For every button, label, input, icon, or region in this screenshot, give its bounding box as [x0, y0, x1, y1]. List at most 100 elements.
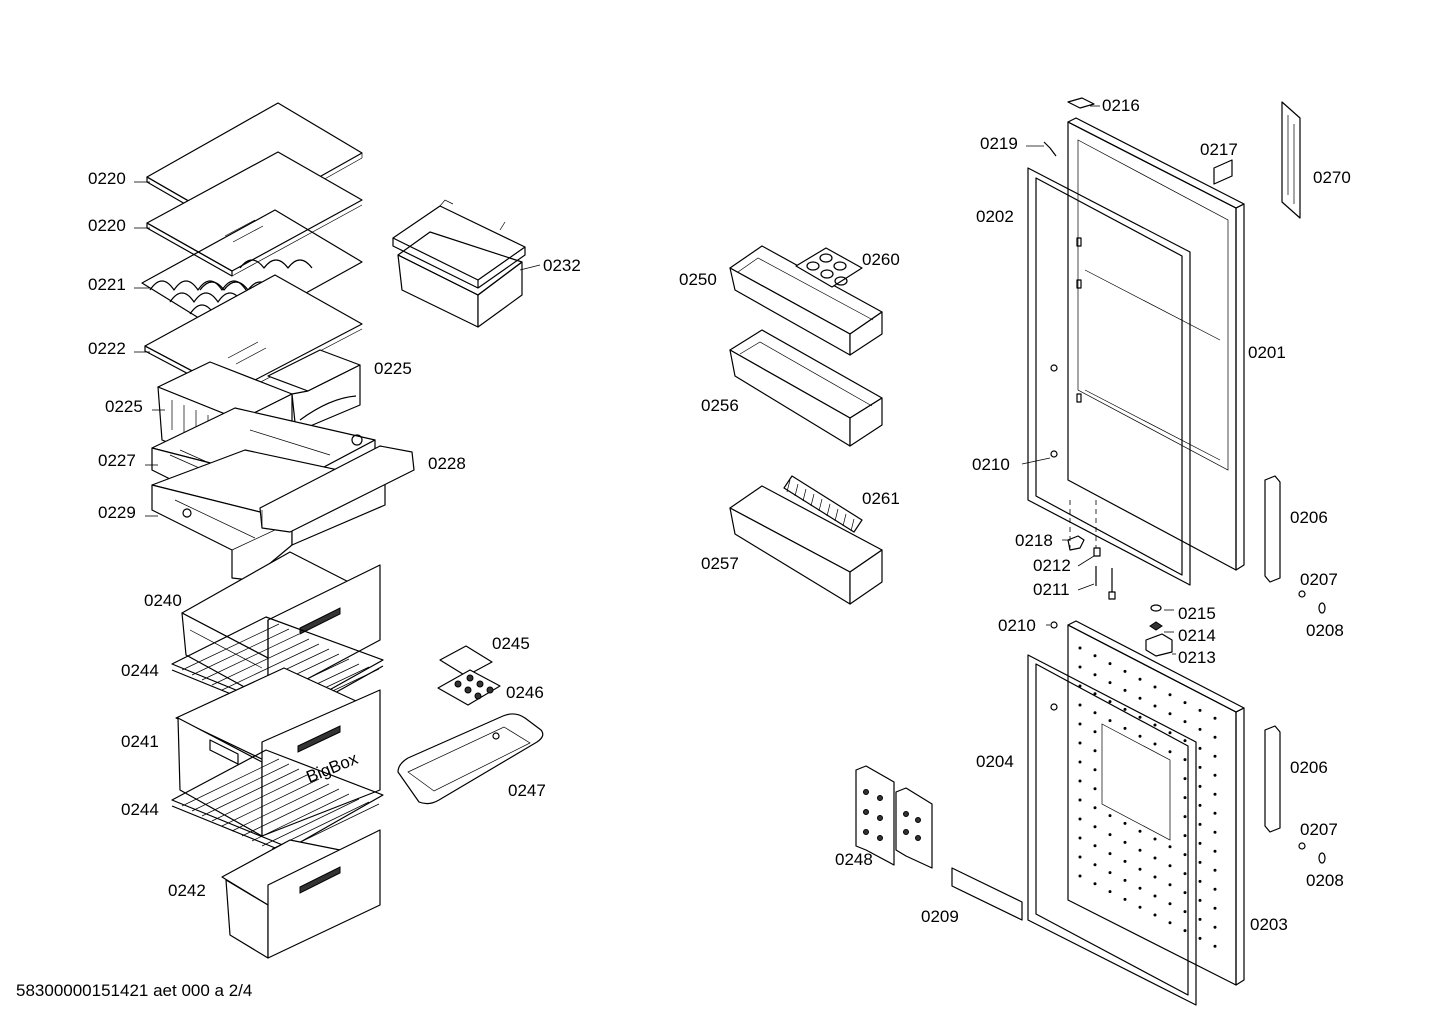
door-dot [1138, 867, 1142, 871]
label-0203: 0203 [1250, 915, 1288, 934]
door-dot [1123, 878, 1127, 882]
door-dot [1078, 760, 1082, 764]
door-dot [1078, 855, 1082, 859]
door-dot [1078, 741, 1082, 745]
shelf-grid-lower [171, 749, 384, 855]
label-0216: 0216 [1102, 96, 1140, 115]
door-dot [1153, 685, 1157, 689]
door-dot [1108, 814, 1112, 818]
drawer-0242 [221, 829, 381, 959]
egg-tray [437, 669, 501, 706]
door-dot [1168, 693, 1172, 697]
label-0202: 0202 [976, 207, 1014, 226]
door-dot [1078, 722, 1082, 726]
door-dot [1198, 879, 1202, 883]
drawer-0241-bigbox: BigBox [175, 667, 381, 837]
door-dot [1093, 730, 1097, 734]
door-dot [1093, 654, 1097, 658]
label-0206-a: 0206 [1290, 508, 1328, 527]
door-dot [1108, 662, 1112, 666]
door-dot [1183, 796, 1187, 800]
door-dot [1093, 863, 1097, 867]
door-dot [1093, 768, 1097, 772]
label-0210-a: 0210 [972, 455, 1010, 474]
door-dot [1213, 716, 1217, 720]
door-dot [1123, 688, 1127, 692]
door-dot [1078, 874, 1082, 878]
door-dot [1183, 777, 1187, 781]
label-0214: 0214 [1178, 626, 1216, 645]
door-dot [1108, 700, 1112, 704]
label-0248: 0248 [835, 850, 873, 869]
door-dot [1168, 731, 1172, 735]
door-dot [1123, 859, 1127, 863]
door-dot [1198, 936, 1202, 940]
door-dot [1138, 905, 1142, 909]
door-dot [1198, 708, 1202, 712]
door-dot [1213, 735, 1217, 739]
door-dot [1123, 821, 1127, 825]
door-dot [1198, 765, 1202, 769]
label-0209: 0209 [921, 907, 959, 926]
door-dot [1078, 836, 1082, 840]
door-dot [1138, 829, 1142, 833]
label-0207-a: 0207 [1300, 570, 1338, 589]
freezer-door-inner-0203 [1067, 620, 1245, 986]
door-dot [1168, 750, 1172, 754]
label-0245: 0245 [492, 634, 530, 653]
door-dot [1153, 913, 1157, 917]
door-dot [1213, 944, 1217, 948]
door-dot [1168, 921, 1172, 925]
door-dot [1123, 840, 1127, 844]
door-dot [1213, 868, 1217, 872]
door-dot [1123, 726, 1127, 730]
fridge-door-gasket-0202 [1027, 167, 1191, 586]
hinge-cover-0270 [1281, 101, 1301, 219]
door-dot [1168, 864, 1172, 868]
label-0244-a: 0244 [121, 661, 159, 680]
door-dot [1168, 902, 1172, 906]
label-0208-b: 0208 [1306, 871, 1344, 890]
label-0220-b: 0220 [88, 216, 126, 235]
door-dot [1123, 669, 1127, 673]
label-0228: 0228 [428, 454, 466, 473]
door-dot [1138, 696, 1142, 700]
door-dot [1183, 891, 1187, 895]
door-dot [1183, 834, 1187, 838]
label-0229: 0229 [98, 503, 136, 522]
door-dot [1093, 673, 1097, 677]
door-dot [1108, 852, 1112, 856]
door-dot [1093, 711, 1097, 715]
door-dot [1108, 719, 1112, 723]
ice-tray [397, 713, 544, 805]
label-0270: 0270 [1313, 168, 1351, 187]
door-dot [1078, 779, 1082, 783]
label-0240: 0240 [144, 591, 182, 610]
door-dot [1153, 704, 1157, 708]
door-dot [1183, 758, 1187, 762]
door-dot [1213, 906, 1217, 910]
door-dot [1153, 856, 1157, 860]
freezer-door-dots [1078, 646, 1217, 948]
door-dot [1093, 787, 1097, 791]
door-dot [1198, 822, 1202, 826]
glass-shelf-second [146, 151, 363, 277]
ice-tray-lid [439, 645, 493, 677]
label-0217: 0217 [1200, 140, 1238, 159]
door-dot [1123, 897, 1127, 901]
door-dot [1108, 833, 1112, 837]
door-dot [1108, 681, 1112, 685]
door-shelf-0257 [729, 485, 883, 605]
door-dot [1078, 703, 1082, 707]
label-0207-b: 0207 [1300, 820, 1338, 839]
ice-cube-box [392, 199, 526, 328]
door-dot [1213, 925, 1217, 929]
door-dot [1138, 715, 1142, 719]
door-dot [1183, 910, 1187, 914]
door-dot [1168, 845, 1172, 849]
door-shelf-0250 [729, 245, 883, 356]
door-dot [1108, 890, 1112, 894]
label-0250: 0250 [679, 270, 717, 289]
dairy-box-right [267, 349, 361, 433]
